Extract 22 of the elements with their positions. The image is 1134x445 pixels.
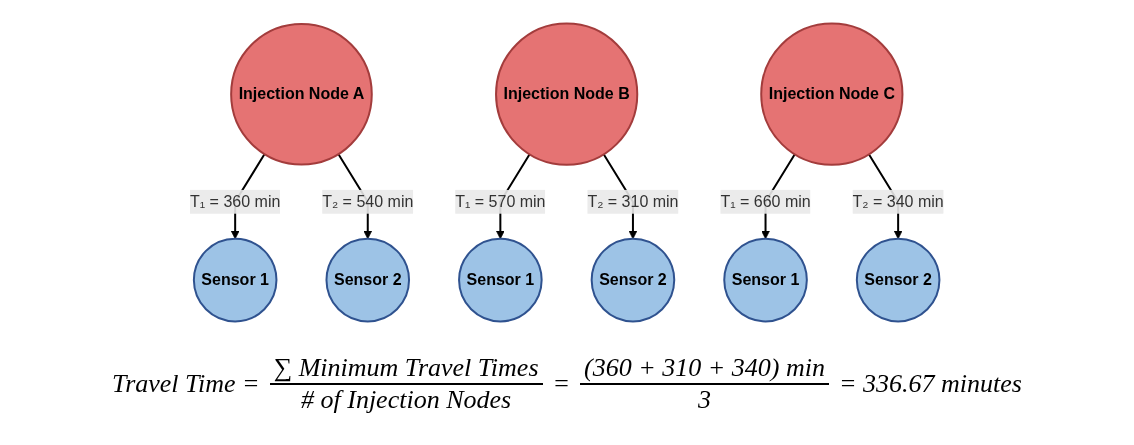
edge-label: T₁ = 570 min xyxy=(455,192,546,210)
edge-label: T₁ = 660 min xyxy=(720,192,811,210)
node-circle: Sensor 1 xyxy=(723,237,808,323)
formula-text: (360 + 310 + 340) min xyxy=(580,353,829,385)
edge-label: T₂ = 540 min xyxy=(322,192,414,210)
node-circle: Injection Node C xyxy=(760,22,904,166)
node-circle: Sensor 2 xyxy=(590,237,676,323)
formula-text: = 336.67 minutes xyxy=(838,369,1022,399)
node-circle: Sensor 2 xyxy=(856,237,941,323)
formula-text: ∑ Minimum Travel Times xyxy=(269,353,543,385)
node-circle: Sensor 1 xyxy=(193,237,278,323)
formula-text: Travel Time = xyxy=(112,369,260,399)
node-circle: Injection Node B xyxy=(495,22,639,166)
node-circle: Sensor 2 xyxy=(325,237,411,323)
node-circle: Injection Node A xyxy=(230,22,373,166)
formula-text: 3 xyxy=(698,385,711,415)
formula-text: = xyxy=(552,369,571,399)
node-circle: Sensor 1 xyxy=(458,237,543,323)
edge-label: T₂ = 310 min xyxy=(587,192,679,210)
edge-label: T₁ = 360 min xyxy=(190,192,281,210)
formula-text: # of Injection Nodes xyxy=(301,385,512,415)
edge-label: T₂ = 340 min xyxy=(852,192,944,210)
